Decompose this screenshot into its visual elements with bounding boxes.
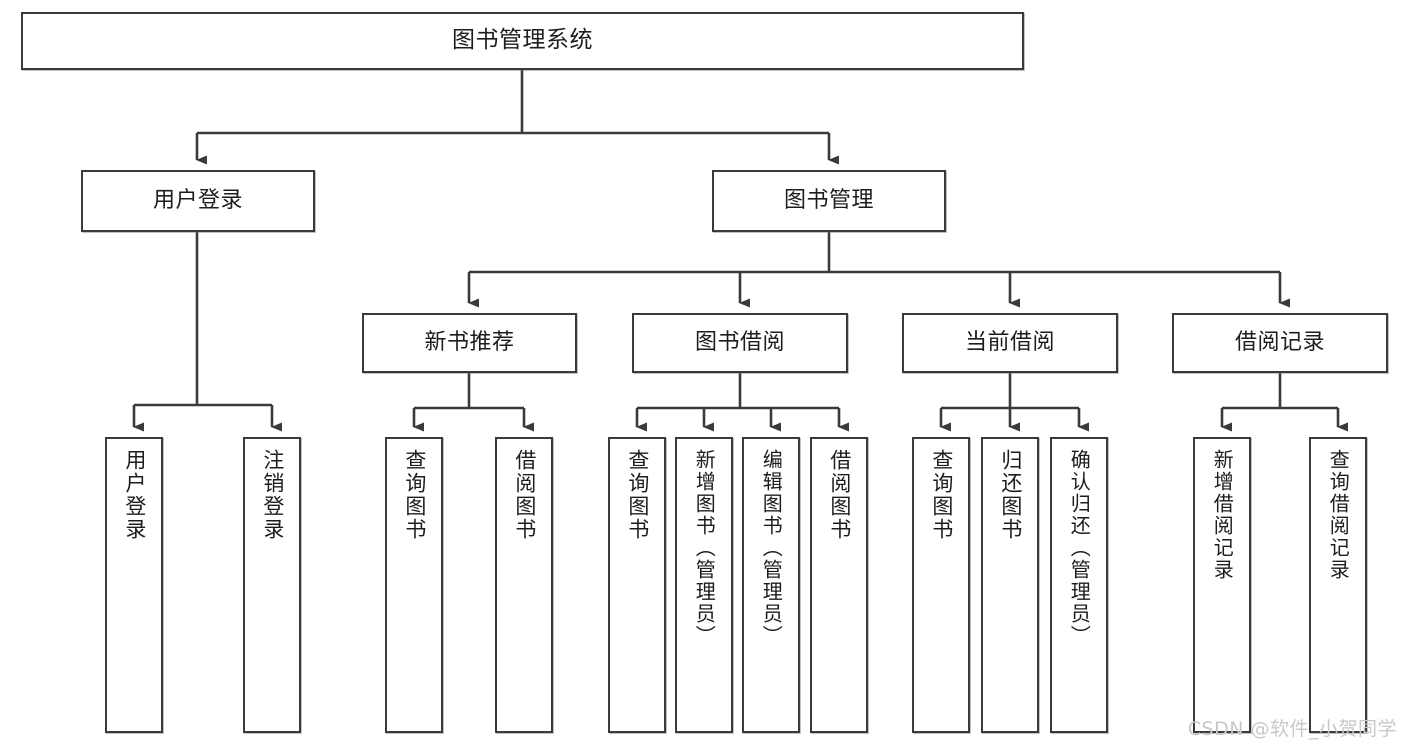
node-new-book-recommend[interactable]: 新书推荐: [362, 313, 577, 373]
node-leaf-query-book-1-label: 查询图书: [402, 449, 427, 541]
node-leaf-query-book-3[interactable]: 查询图书: [912, 437, 970, 733]
node-user-login[interactable]: 用户登录: [81, 170, 315, 232]
node-leaf-logout-login[interactable]: 注销登录: [243, 437, 301, 733]
node-book-borrow-label: 图书借阅: [694, 329, 785, 355]
node-leaf-return-book-label: 归还图书: [998, 449, 1023, 541]
node-borrow-record[interactable]: 借阅记录: [1172, 313, 1388, 373]
node-leaf-edit-book[interactable]: 编辑图书（管理员）: [742, 437, 800, 733]
node-book-manage-label: 图书管理: [783, 187, 874, 213]
node-leaf-query-book-1[interactable]: 查询图书: [385, 437, 443, 733]
node-leaf-logout-login-label: 注销登录: [260, 449, 285, 541]
node-borrow-record-label: 借阅记录: [1234, 329, 1325, 355]
node-leaf-query-book-2[interactable]: 查询图书: [608, 437, 666, 733]
node-leaf-borrow-book-2-label: 借阅图书: [827, 449, 852, 541]
node-leaf-confirm-return-label: 确认归还（管理员）: [1067, 449, 1092, 647]
node-leaf-confirm-return[interactable]: 确认归还（管理员）: [1050, 437, 1108, 733]
node-new-book-recommend-label: 新书推荐: [424, 329, 515, 355]
node-leaf-borrow-book-1[interactable]: 借阅图书: [495, 437, 553, 733]
node-user-login-label: 用户登录: [152, 187, 243, 213]
node-leaf-user-login[interactable]: 用户登录: [105, 437, 163, 733]
node-leaf-borrow-book-2[interactable]: 借阅图书: [810, 437, 868, 733]
node-current-borrow-label: 当前借阅: [964, 329, 1055, 355]
node-root-label: 图书管理系统: [452, 27, 593, 54]
node-leaf-add-book-label: 新增图书（管理员）: [692, 449, 717, 647]
node-leaf-edit-book-label: 编辑图书（管理员）: [759, 449, 784, 647]
node-leaf-add-record[interactable]: 新增借阅记录: [1193, 437, 1251, 733]
node-leaf-add-record-label: 新增借阅记录: [1210, 449, 1235, 581]
node-leaf-query-book-3-label: 查询图书: [929, 449, 954, 541]
node-leaf-query-record-label: 查询借阅记录: [1326, 449, 1351, 581]
node-leaf-borrow-book-1-label: 借阅图书: [512, 449, 537, 541]
node-leaf-return-book[interactable]: 归还图书: [981, 437, 1039, 733]
node-leaf-query-record[interactable]: 查询借阅记录: [1309, 437, 1367, 733]
node-leaf-query-book-2-label: 查询图书: [625, 449, 650, 541]
node-book-manage[interactable]: 图书管理: [712, 170, 946, 232]
node-root[interactable]: 图书管理系统: [21, 12, 1024, 70]
node-leaf-add-book[interactable]: 新增图书（管理员）: [675, 437, 733, 733]
node-current-borrow[interactable]: 当前借阅: [902, 313, 1118, 373]
node-leaf-user-login-label: 用户登录: [122, 449, 147, 541]
node-book-borrow[interactable]: 图书借阅: [632, 313, 848, 373]
